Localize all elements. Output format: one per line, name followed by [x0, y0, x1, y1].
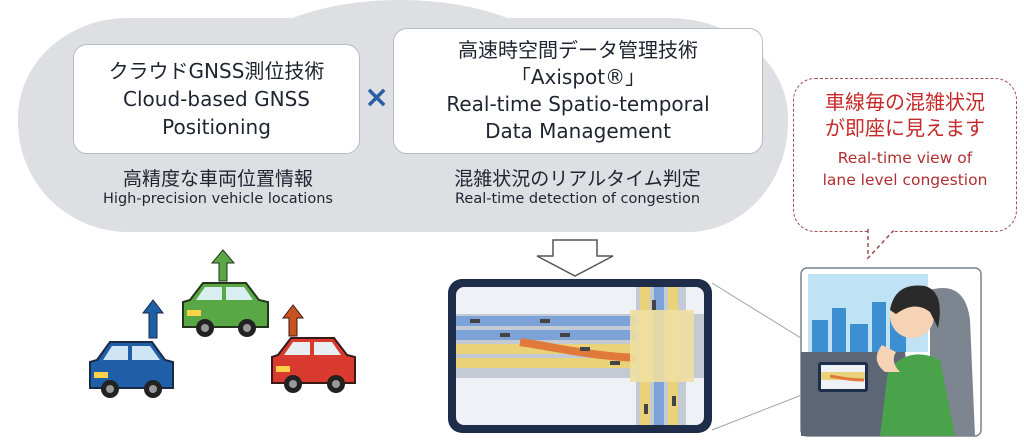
bubble-tail — [867, 227, 896, 260]
driver-illustration — [800, 267, 982, 437]
multiply-operator: × — [364, 80, 390, 115]
red-car-icon — [271, 337, 356, 393]
up-arrow-blue-icon — [141, 299, 165, 339]
axispot-title-en-2: Data Management — [485, 119, 671, 143]
down-arrow-icon — [536, 239, 614, 277]
bubble-text-ja-2: が即座に見えます — [825, 116, 985, 140]
caption-left-en: High-precision vehicle locations — [103, 191, 333, 207]
gnss-title-ja: クラウドGNSS測位技術 — [108, 59, 325, 83]
axispot-technology-box: 高速時空間データ管理技術 「Axispot®」 Real-time Spatio… — [393, 28, 763, 154]
up-arrow-orange-icon — [281, 304, 305, 337]
congestion-map — [448, 279, 712, 433]
caption-left-ja: 高精度な車両位置情報 — [122, 168, 313, 190]
caption-right-ja: 混雑状況のリアルタイム判定 — [454, 168, 701, 190]
blue-car-icon — [89, 341, 174, 398]
caption-right-en: Real-time detection of congestion — [454, 191, 701, 207]
bubble-text-ja-1: 車線毎の混雑状況 — [825, 90, 985, 114]
up-arrow-green-icon — [210, 249, 236, 282]
gnss-technology-box: クラウドGNSS測位技術 Cloud-based GNSS Positionin… — [73, 44, 360, 154]
bubble-text-en-2: lane level congestion — [822, 171, 988, 189]
axispot-title-ja: 高速時空間データ管理技術 — [458, 38, 698, 62]
bubble-text-en-1: Real-time view of — [837, 149, 973, 167]
gnss-title-en-1: Cloud-based GNSS — [123, 87, 310, 111]
green-car-icon — [182, 282, 269, 337]
gnss-title-en-2: Positioning — [162, 115, 271, 139]
axispot-product-name: 「Axispot®」 — [510, 65, 646, 89]
axispot-title-en-1: Real-time Spatio-temporal — [446, 92, 710, 116]
speech-bubble: 車線毎の混雑状況 が即座に見えます Real-time view of lane… — [793, 78, 1017, 232]
